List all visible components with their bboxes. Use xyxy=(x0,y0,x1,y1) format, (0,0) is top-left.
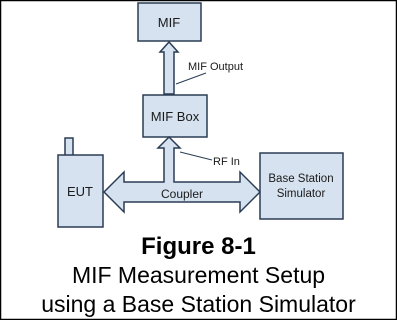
eut-node-label: EUT xyxy=(67,184,93,199)
base-station-label-1: Base Station xyxy=(268,173,333,185)
mif-output-label: MIF Output xyxy=(188,61,243,73)
figure-caption-line-2: using a Base Station Simulator xyxy=(41,291,356,317)
rf-in-label: RF In xyxy=(213,156,240,168)
coupler-label: Coupler xyxy=(161,187,203,201)
coupler-arrow xyxy=(102,135,262,214)
figure-caption-title: Figure 8-1 xyxy=(141,233,256,260)
mif-box-node xyxy=(142,94,208,138)
mif-box-node-label: MIF Box xyxy=(151,109,200,124)
base-station-label-2: Simulator xyxy=(277,188,326,200)
mif-node-label: MIF xyxy=(158,15,180,30)
eut-antenna xyxy=(64,137,74,157)
eut-node xyxy=(57,154,104,228)
mif-node xyxy=(137,2,202,42)
base-station-node xyxy=(259,152,344,220)
rf-in-pointer xyxy=(179,151,213,161)
mif-output-pointer xyxy=(175,72,207,85)
mif-output-arrow xyxy=(158,40,180,95)
figure-caption-line-1: MIF Measurement Setup xyxy=(71,262,326,288)
